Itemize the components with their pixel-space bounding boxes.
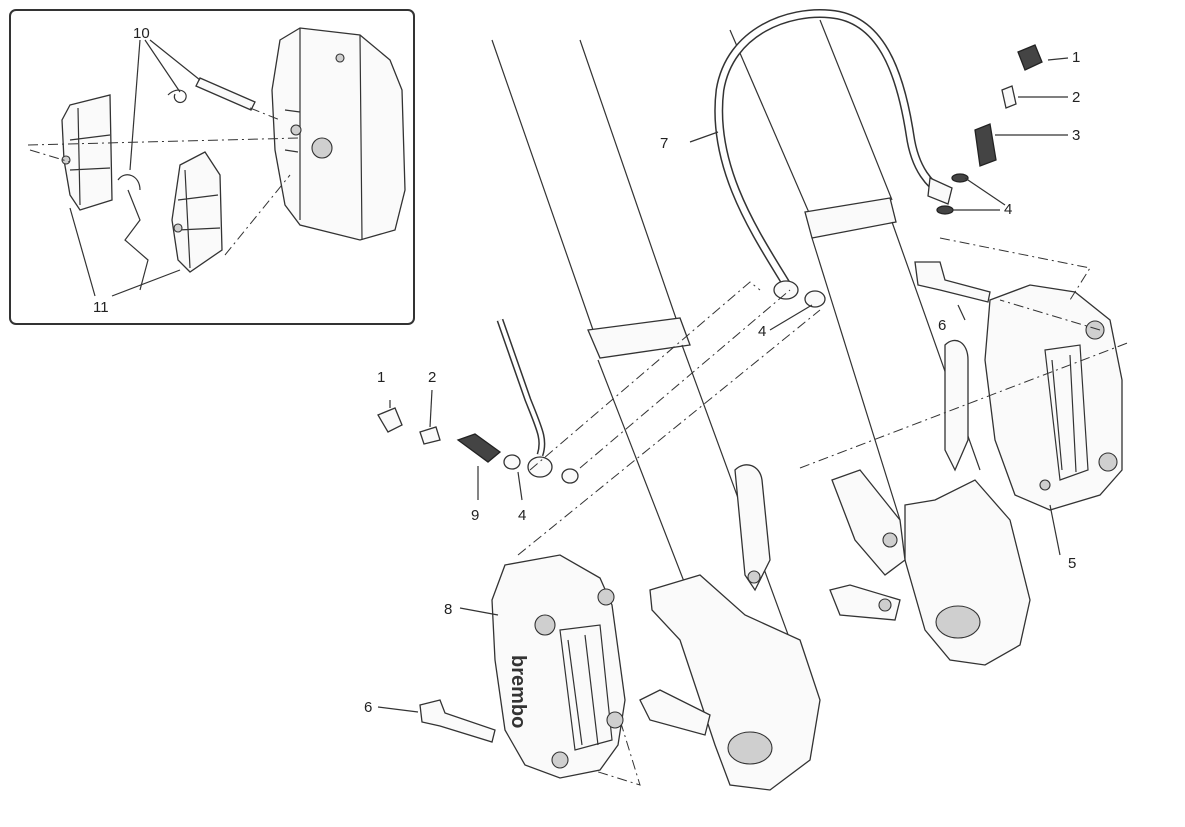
callout-4-hose: 4: [758, 323, 766, 340]
brake-hose-left: [496, 318, 553, 478]
callout-4-right: 4: [1004, 201, 1012, 218]
caliper-left: brembo: [377, 554, 626, 779]
callout-6-right: 6: [938, 317, 946, 334]
callout-5-caliper: 5: [1068, 555, 1076, 572]
callout-1-left: 1: [377, 369, 385, 386]
inset-pads-detail: [9, 9, 415, 325]
callout-1-right: 1: [1072, 49, 1080, 66]
callout-10-inset: 10: [133, 25, 150, 42]
callout-2-left: 2: [428, 369, 436, 386]
callout-8-caliper: 8: [444, 601, 452, 618]
callout-7-hose: 7: [660, 135, 668, 152]
brake-hose: [714, 9, 953, 300]
callout-3-right: 3: [1072, 127, 1080, 144]
fork-left: [491, 39, 821, 791]
bleeder-parts-right: [689, 44, 1069, 331]
callout-2-right: 2: [1072, 89, 1080, 106]
caliper-right: [914, 261, 1123, 556]
brand-text: brembo: [507, 655, 529, 728]
callout-9-left: 9: [471, 507, 479, 524]
dash-right: [799, 237, 1131, 469]
callout-4-left: 4: [518, 507, 526, 524]
bleeder-parts-left: [377, 389, 579, 501]
fork-right: [729, 19, 1031, 666]
callout-6-left: 6: [364, 699, 372, 716]
callout-11-inset: 11: [93, 299, 109, 316]
callouts: 1 2 3 4 4 7 6 5 1 2 9 4 8 6 10 11: [93, 25, 1080, 716]
